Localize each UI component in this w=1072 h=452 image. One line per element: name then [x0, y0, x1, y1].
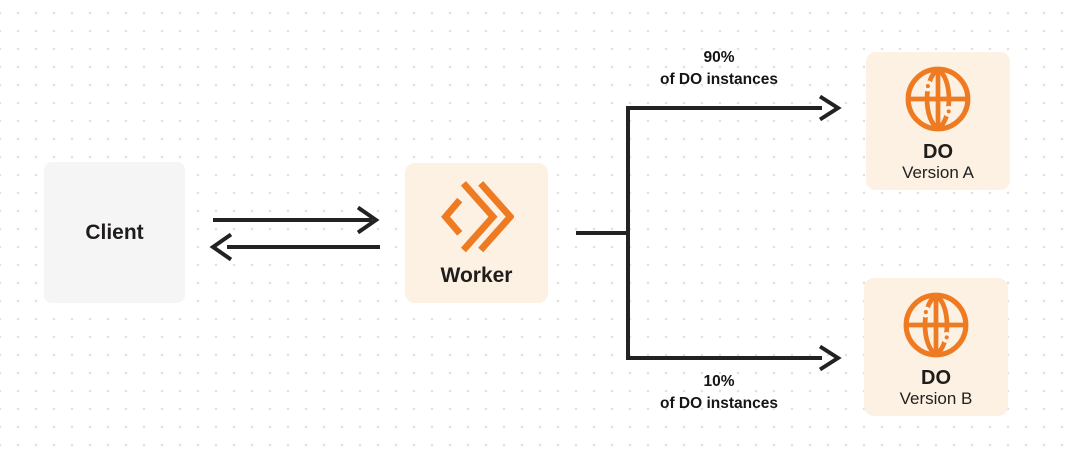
do-version-b-node: DO Version B	[864, 278, 1008, 416]
client-label: Client	[85, 220, 144, 244]
worker-node: Worker	[405, 163, 548, 303]
bottom-branch-percent: 10%	[703, 373, 735, 390]
do-a-title: DO	[923, 141, 953, 163]
do-a-subtitle: Version A	[902, 163, 974, 182]
do-b-title: DO	[921, 367, 951, 389]
bottom-branch-label: 10% of DO instances	[619, 371, 819, 415]
client-to-worker-arrow	[213, 205, 380, 235]
top-branch-label: 90% of DO instances	[619, 47, 819, 91]
do-version-a-node: DO Version A	[866, 52, 1010, 190]
bottom-branch-caption: of DO instances	[660, 395, 778, 412]
durable-object-globe-icon	[905, 66, 971, 132]
do-b-subtitle: Version B	[899, 389, 973, 408]
cloudflare-workers-icon	[440, 181, 514, 253]
worker-to-client-arrow	[209, 232, 380, 262]
client-node: Client	[44, 162, 185, 303]
branch-to-do-b-arrow	[626, 344, 842, 372]
durable-object-globe-icon	[903, 292, 969, 358]
top-branch-caption: of DO instances	[660, 71, 778, 88]
top-branch-percent: 90%	[703, 49, 735, 66]
worker-label: Worker	[440, 264, 513, 287]
branch-to-do-a-arrow	[626, 94, 842, 122]
